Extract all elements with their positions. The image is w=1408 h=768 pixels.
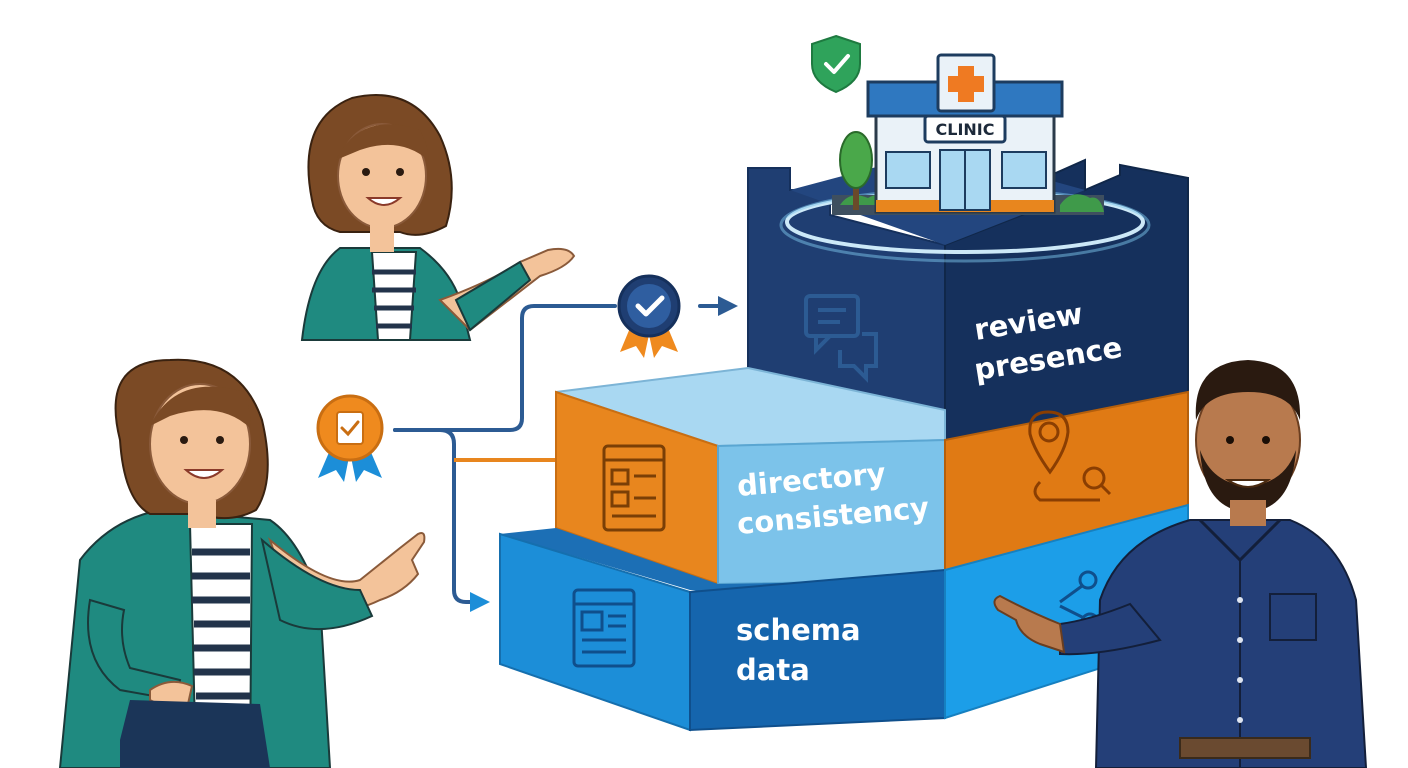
chat-bubbles-icon [804,294,878,383]
connector-lines [393,304,722,604]
browser-doc-icon [572,588,636,668]
layer-directory-consistency: directory consistency [555,366,1189,586]
badge-clipboard-icon [316,394,384,482]
arrow-to-schema [470,592,490,612]
clinic-sign-text: CLINIC [936,120,995,139]
hospital-cross-icon [948,66,984,102]
woman-figure-pointing [58,358,426,768]
layer-schema-data: schema data [499,503,1189,732]
label-schema: schema [736,613,861,647]
clinic-building: CLINIC [832,53,1104,215]
location-search-icon [1028,410,1112,502]
woman-figure-top [300,94,576,341]
connector-to-schema [393,428,480,604]
arrow-to-tower [718,296,738,316]
shield-check-icon [811,34,861,94]
man-figure [993,360,1368,768]
browser-list-icon [602,444,666,532]
label-data: data [736,653,810,687]
connector-to-badge-top [393,304,617,432]
clinic-sign [923,114,1007,144]
badge-check-icon [617,274,681,358]
